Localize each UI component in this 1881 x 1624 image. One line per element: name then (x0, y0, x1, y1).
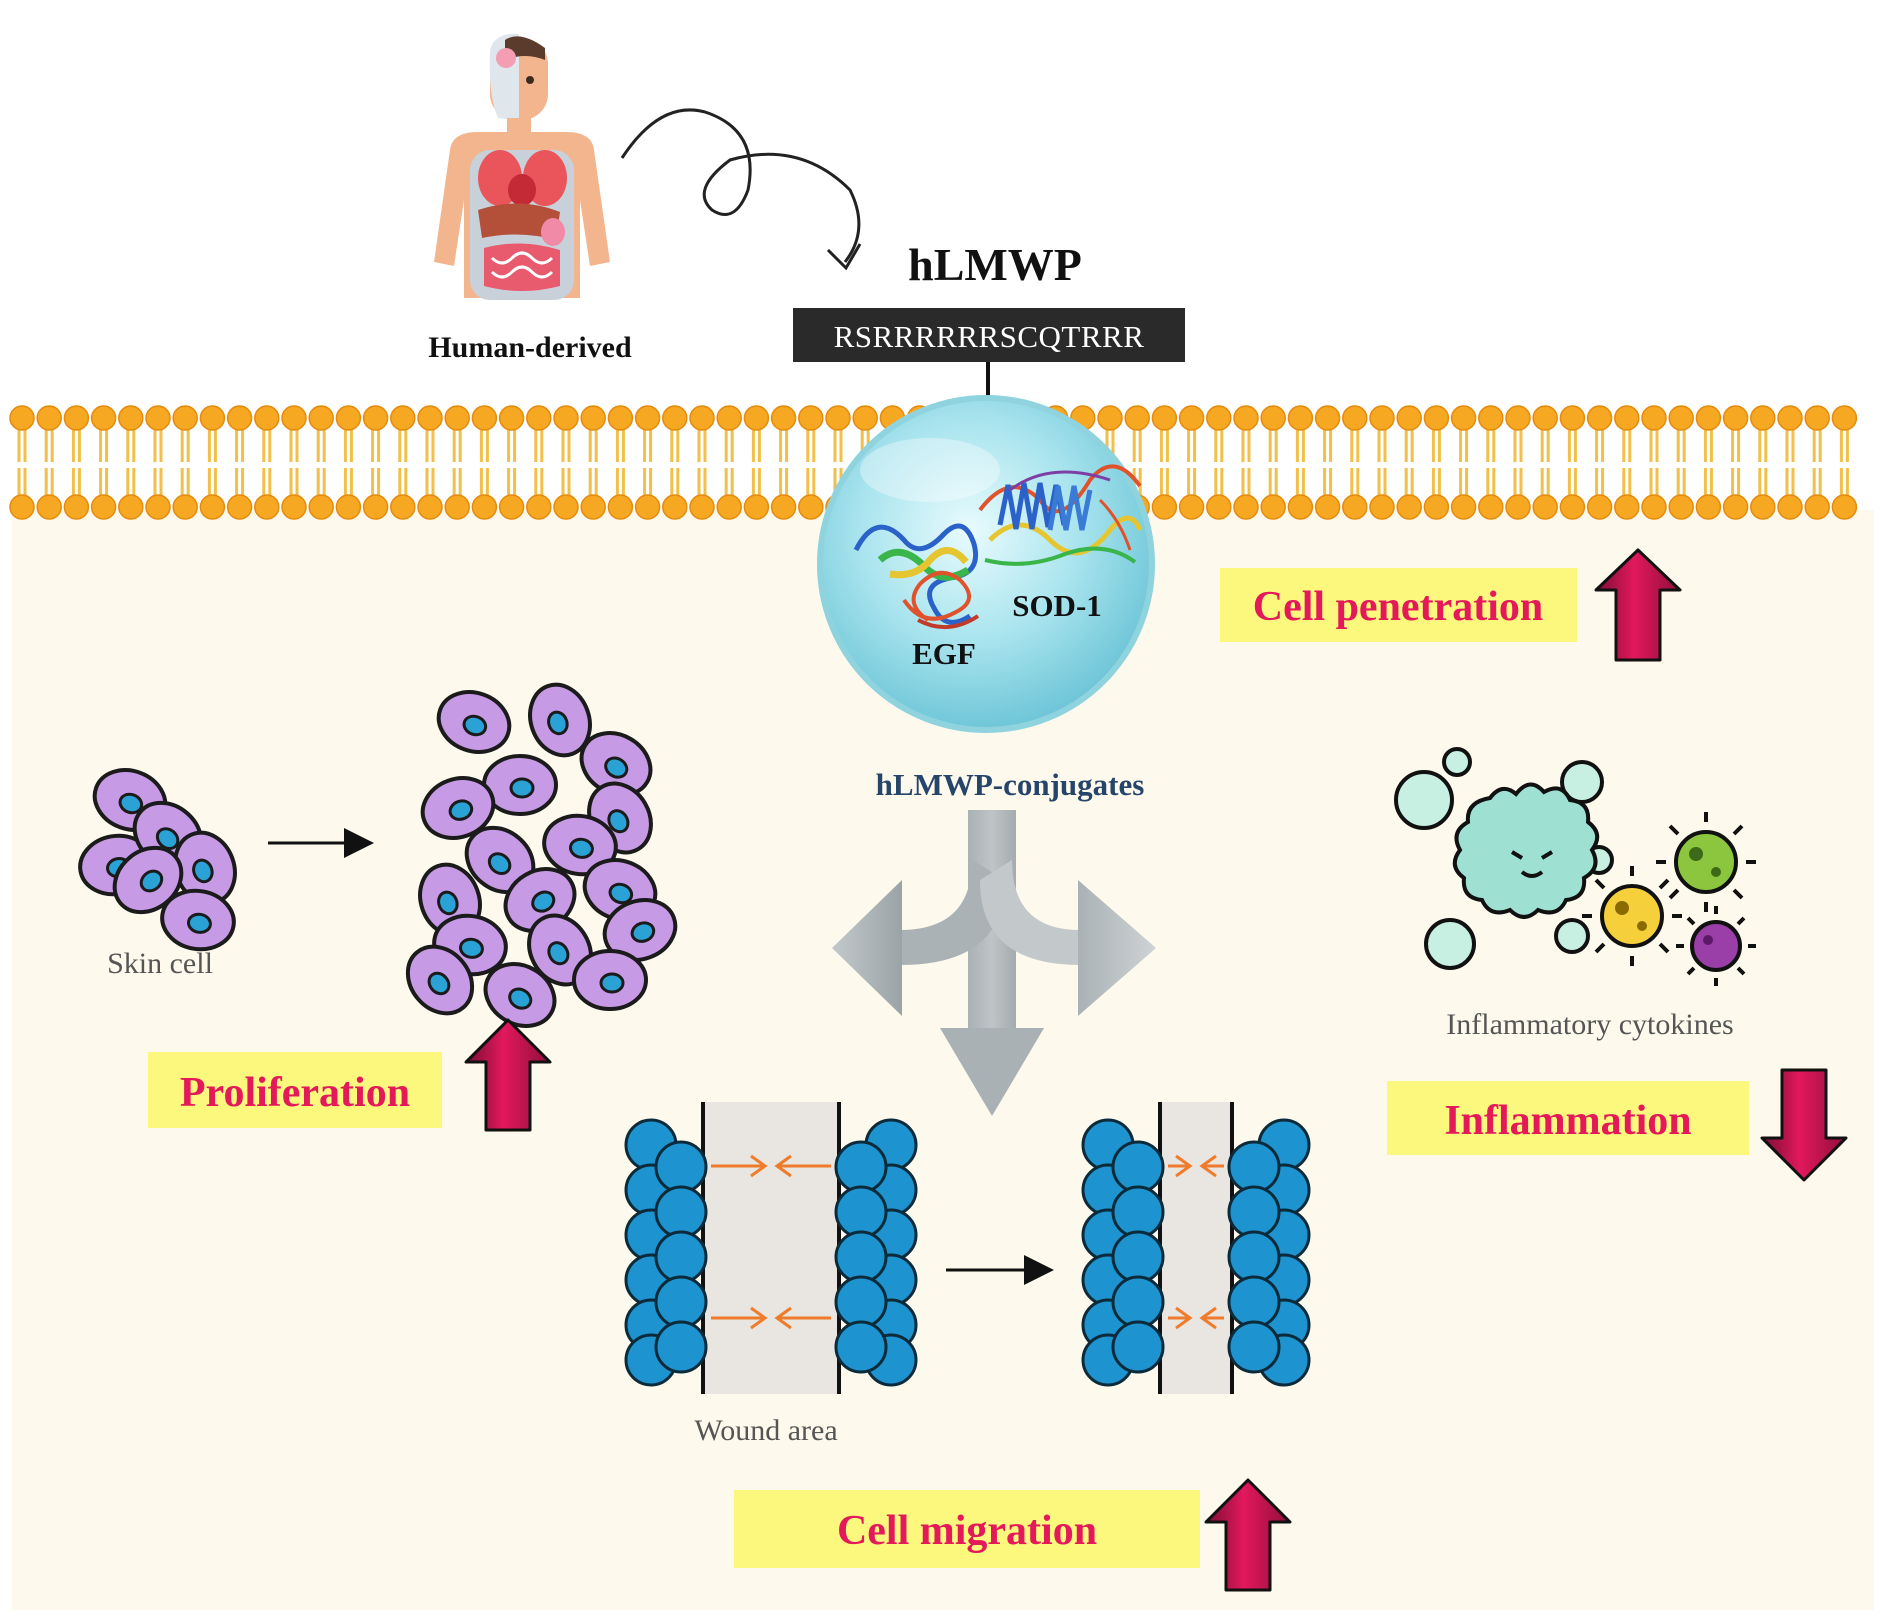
cytokines-label: Inflammatory cytokines (1446, 1008, 1733, 1041)
proliferation-badge (148, 1052, 442, 1128)
wound-cell (654, 1275, 708, 1329)
skin-cell (436, 690, 512, 754)
wound-cell (1111, 1230, 1165, 1284)
cell-migration-label: Cell migration (837, 1508, 1097, 1554)
human-body-icon (434, 33, 610, 300)
skin-cell (160, 888, 236, 952)
wound-cell (1227, 1320, 1281, 1374)
peptide-sequence: RSRRRRRRSCQTRRR (834, 319, 1145, 354)
cytokine-yellow-virus (1582, 866, 1682, 966)
wound-cell (1227, 1185, 1281, 1239)
cell-penetration-up-arrow (1594, 548, 1682, 662)
wound-cell (834, 1275, 888, 1329)
three-way-arrow (832, 810, 1156, 1116)
wound-cell (834, 1230, 888, 1284)
curly-arrow (620, 108, 861, 263)
wound-cell (1227, 1230, 1281, 1284)
wound-area-after (1081, 1102, 1311, 1394)
sod1-protein-structure (978, 464, 1143, 566)
inflammation-badge (1387, 1081, 1749, 1155)
wound-area-before (624, 1102, 918, 1394)
skin-cell-cluster-small (78, 768, 237, 952)
wound-cell (1111, 1185, 1165, 1239)
wound-cell (1111, 1140, 1165, 1194)
conjugate-sphere (817, 395, 1155, 733)
wound-cell (654, 1140, 708, 1194)
cell-penetration-label: Cell penetration (1253, 584, 1543, 630)
source-label: Human-derived (428, 331, 632, 364)
egf-label: EGF (912, 636, 976, 671)
skin-cell (112, 845, 184, 915)
wound-cell (1111, 1275, 1165, 1329)
cell-migration-badge (734, 1490, 1200, 1568)
skin-cell-cluster-large (405, 682, 678, 1028)
sod1-label: SOD-1 (1012, 588, 1102, 623)
skin-cell (542, 813, 618, 877)
wound-cell (834, 1320, 888, 1374)
proliferation-label: Proliferation (180, 1070, 410, 1116)
proliferation-up-arrow (464, 1018, 552, 1132)
cytokine-green-virus (1656, 812, 1756, 912)
wound-area-label: Wound area (694, 1414, 837, 1447)
skin-cell (602, 898, 678, 962)
skin-cell (405, 944, 475, 1016)
conjugate-caption: hLMWP-conjugates (876, 767, 1145, 802)
wound-cell (834, 1140, 888, 1194)
wound-cell (654, 1320, 708, 1374)
cytokine-purple-virus (1676, 906, 1756, 986)
wound-cell (654, 1230, 708, 1284)
skin-cell (420, 776, 496, 840)
wound-cell (1227, 1140, 1281, 1194)
peptide-name: hLMWP (908, 239, 1082, 290)
cell-penetration-badge (1220, 568, 1577, 642)
wound-cell (1227, 1275, 1281, 1329)
cell-migration-up-arrow (1204, 1478, 1292, 1592)
skin-cell (528, 682, 592, 758)
peptide-sequence-box (793, 308, 1185, 362)
skin-cell-label: Skin cell (107, 947, 213, 980)
cytokine-large-virus (1452, 782, 1600, 919)
wound-cell (834, 1185, 888, 1239)
curly-arrow-head (826, 243, 862, 271)
wound-cell (1111, 1320, 1165, 1374)
inflammatory-cytokines-illustration (1394, 747, 1756, 986)
inflammation-down-arrow (1760, 1068, 1848, 1182)
skin-cell (579, 731, 653, 797)
wound-cell (654, 1185, 708, 1239)
egf-protein-structure (853, 523, 980, 630)
skin-cell (483, 962, 557, 1028)
inflammation-label: Inflammation (1444, 1098, 1691, 1144)
skin-cell (572, 949, 648, 1011)
